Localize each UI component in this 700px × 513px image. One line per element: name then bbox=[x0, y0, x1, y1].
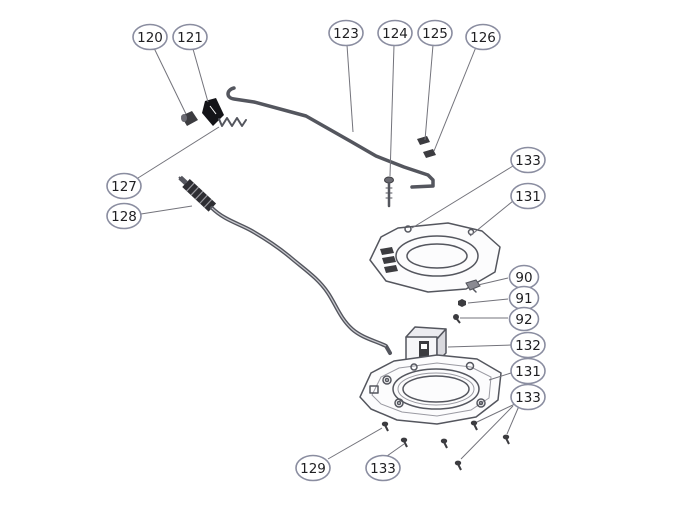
callout-125: 125 bbox=[417, 19, 453, 47]
upper-housing-part bbox=[369, 222, 501, 293]
leader-lines bbox=[137, 44, 520, 460]
callout-bubble bbox=[106, 202, 142, 230]
callout-126: 126 bbox=[465, 23, 501, 51]
callout-bubble bbox=[510, 146, 546, 174]
callouts: 120 121 123 124 125 126 127 128 bbox=[106, 19, 546, 482]
callout-label: 131 bbox=[515, 364, 541, 380]
screw-133-a bbox=[400, 437, 408, 448]
spring-part bbox=[218, 117, 247, 127]
callout-131-top: 131 bbox=[510, 182, 546, 210]
callout-133-right: 133 bbox=[510, 383, 546, 411]
callout-label: 124 bbox=[382, 26, 408, 42]
screw-133-c bbox=[470, 420, 478, 431]
callout-bubble bbox=[510, 331, 546, 359]
bottom-screws-part bbox=[381, 420, 510, 471]
callout-133-top: 133 bbox=[510, 146, 546, 174]
callout-label: 131 bbox=[515, 189, 541, 205]
clip-part-125 bbox=[417, 136, 430, 145]
screw-part-92 bbox=[453, 314, 461, 324]
callout-90: 90 bbox=[508, 264, 540, 290]
callout-label: 133 bbox=[370, 461, 396, 477]
callout-bubble bbox=[465, 23, 501, 51]
callout-133-bottom: 133 bbox=[365, 454, 401, 482]
screw-133-e bbox=[454, 460, 462, 471]
callout-121: 121 bbox=[172, 23, 208, 51]
callout-label: 127 bbox=[111, 179, 137, 195]
callout-label: 129 bbox=[300, 461, 326, 477]
diagram-parts bbox=[178, 86, 510, 471]
callout-label: 128 bbox=[111, 209, 137, 225]
screw-133-d bbox=[502, 434, 510, 445]
callout-label: 126 bbox=[470, 30, 496, 46]
callout-92: 92 bbox=[508, 306, 540, 332]
screw-133-b bbox=[440, 438, 448, 449]
screw-129 bbox=[381, 421, 389, 432]
callout-bubble bbox=[365, 454, 401, 482]
callout-label: 132 bbox=[515, 338, 541, 354]
callout-129: 129 bbox=[295, 454, 331, 482]
callout-label: 125 bbox=[422, 26, 448, 42]
callout-91: 91 bbox=[508, 285, 540, 311]
callout-bubble bbox=[295, 454, 331, 482]
callout-bubble bbox=[510, 383, 546, 411]
callout-label: 91 bbox=[515, 291, 532, 307]
callout-label: 120 bbox=[137, 30, 163, 46]
callout-label: 90 bbox=[515, 270, 532, 286]
callout-bubble bbox=[508, 306, 540, 332]
callout-label: 92 bbox=[515, 312, 532, 328]
callout-label: 133 bbox=[515, 153, 541, 169]
callout-132: 132 bbox=[510, 331, 546, 359]
callout-120: 120 bbox=[132, 23, 168, 51]
callout-131-bottom: 131 bbox=[510, 357, 546, 385]
callout-bubble bbox=[510, 357, 546, 385]
callout-label: 123 bbox=[333, 26, 359, 42]
callout-bubble bbox=[132, 23, 168, 51]
callout-bubble bbox=[106, 172, 142, 200]
callout-label: 121 bbox=[177, 30, 203, 46]
callout-127: 127 bbox=[106, 172, 142, 200]
callout-bubble bbox=[328, 19, 364, 47]
control-rod-part bbox=[226, 86, 435, 189]
callout-bubble bbox=[377, 19, 413, 47]
lower-housing-part bbox=[359, 354, 502, 425]
callout-bubble bbox=[172, 23, 208, 51]
cable-part bbox=[178, 175, 392, 355]
clip-part-126 bbox=[423, 149, 436, 158]
callout-bubble bbox=[417, 19, 453, 47]
callout-123: 123 bbox=[328, 19, 364, 47]
nut-part bbox=[458, 299, 466, 307]
callout-128: 128 bbox=[106, 202, 142, 230]
callout-124: 124 bbox=[377, 19, 413, 47]
pin-part bbox=[181, 111, 198, 126]
screw-part-124 bbox=[384, 176, 394, 208]
callout-label: 133 bbox=[515, 390, 541, 406]
callout-bubble bbox=[510, 182, 546, 210]
cap-part bbox=[465, 279, 481, 291]
